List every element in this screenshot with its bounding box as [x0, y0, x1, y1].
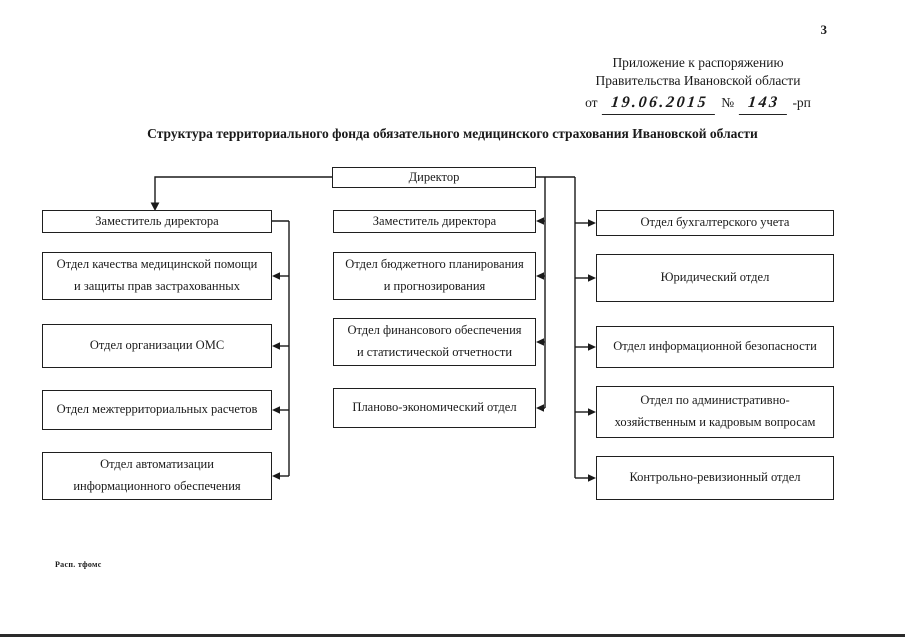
order-number-sign: № — [721, 95, 735, 111]
box-dept-automation: Отдел автоматизации информационного обес… — [42, 452, 272, 500]
box-director: Директор — [332, 167, 536, 188]
box-dept-legal: Юридический отдел — [596, 254, 834, 302]
box-deputy-left: Заместитель директора — [42, 210, 272, 233]
order-date-handwritten: 19.06.2015 — [601, 93, 718, 115]
page-number: 3 — [820, 22, 828, 37]
appendix-line-1: Приложение к распоряжению — [612, 55, 784, 70]
order-number-handwritten: 143 — [738, 93, 789, 115]
box-dept-quality-control: Отдел качества медицинской помощи и защи… — [42, 252, 272, 300]
box-dept-oms-organization: Отдел организации ОМС — [42, 324, 272, 368]
chart-title: Структура территориального фонда обязате… — [147, 126, 758, 141]
box-dept-admin-hr: Отдел по административно-хозяйственным и… — [596, 386, 834, 438]
box-dept-interterritorial: Отдел межтерриториальных расчетов — [42, 390, 272, 430]
scan-edge-line — [0, 634, 905, 637]
box-dept-accounting: Отдел бухгалтерского учета — [596, 210, 834, 236]
box-dept-planning-economic: Планово-экономический отдел — [333, 388, 536, 428]
order-prefix: от — [585, 95, 598, 111]
appendix-block: Приложение к распоряжению Правительства … — [548, 54, 848, 115]
appendix-line-2: Правительства Ивановской области — [595, 72, 801, 88]
box-dept-financial-support: Отдел финансового обеспечения и статисти… — [333, 318, 536, 366]
box-dept-budget-planning: Отдел бюджетного планирования и прогнози… — [333, 252, 536, 300]
box-deputy-middle: Заместитель директора — [333, 210, 536, 233]
order-suffix: -рп — [792, 95, 811, 111]
box-dept-info-security: Отдел информационной безопасности — [596, 326, 834, 368]
order-line: от 19.06.2015 № 143 -рп — [548, 93, 848, 115]
footer-note: Расп. тфомс — [55, 560, 102, 569]
box-dept-control-audit: Контрольно-ревизионный отдел — [596, 456, 834, 500]
